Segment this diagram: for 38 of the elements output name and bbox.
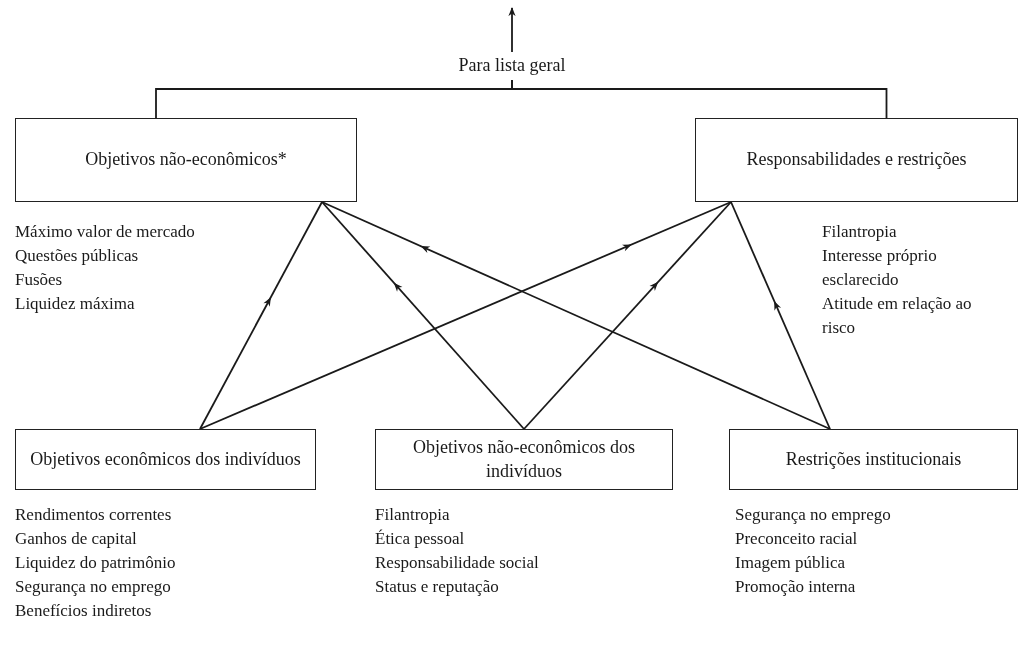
list-item: Promoção interna [735,576,857,598]
arrow [321,201,525,430]
list-item: Liquidez do patrimônio [15,552,177,574]
category-box [729,429,1018,490]
category-box [15,429,316,490]
category-box [375,429,673,490]
box-title: Restrições institucionais [785,447,962,471]
list-item: Ética pessoal [375,528,466,550]
arrow [730,201,831,430]
connector-line [511,79,888,119]
category-box [695,118,1018,202]
arrow [321,201,831,430]
box-title: Objetivos não-econômicos* [85,148,287,172]
arrow [523,201,732,430]
box-title: Objetivos econômicos dos indivíduos [30,447,301,471]
list-item: Máximo valor de mercado [15,221,196,243]
arrow [199,201,323,430]
list-item: Ganhos de capital [15,528,138,550]
list-item: Segurança no emprego [735,504,892,526]
arrow [199,201,732,430]
list-item: Fusões [15,269,64,291]
category-box [15,118,357,202]
box-title: Objetivos não-econômicos dos indivíduos [412,436,636,483]
list-item: Filantropia [375,504,451,526]
box-title: Responsabilidades e restrições [746,148,967,172]
arrow [508,7,516,53]
list-item: Responsabilidade social [375,552,540,574]
list-item: Preconceito racial [735,528,859,550]
list-item: Benefícios indiretos [15,600,153,622]
list-item: Rendimentos correntes [15,504,173,526]
list-item: Liquidez máxima [15,293,136,315]
list-item: Questões públicas [15,245,140,267]
list-item: Status e reputação [375,576,500,598]
list-item: Atitude em relação ao risco [822,293,973,339]
list-item: Filantropia [822,221,898,243]
list-item: Interesse próprio esclarecido [822,245,938,291]
list-item: Segurança no emprego [15,576,172,598]
list-item: Imagem pública [735,552,846,574]
